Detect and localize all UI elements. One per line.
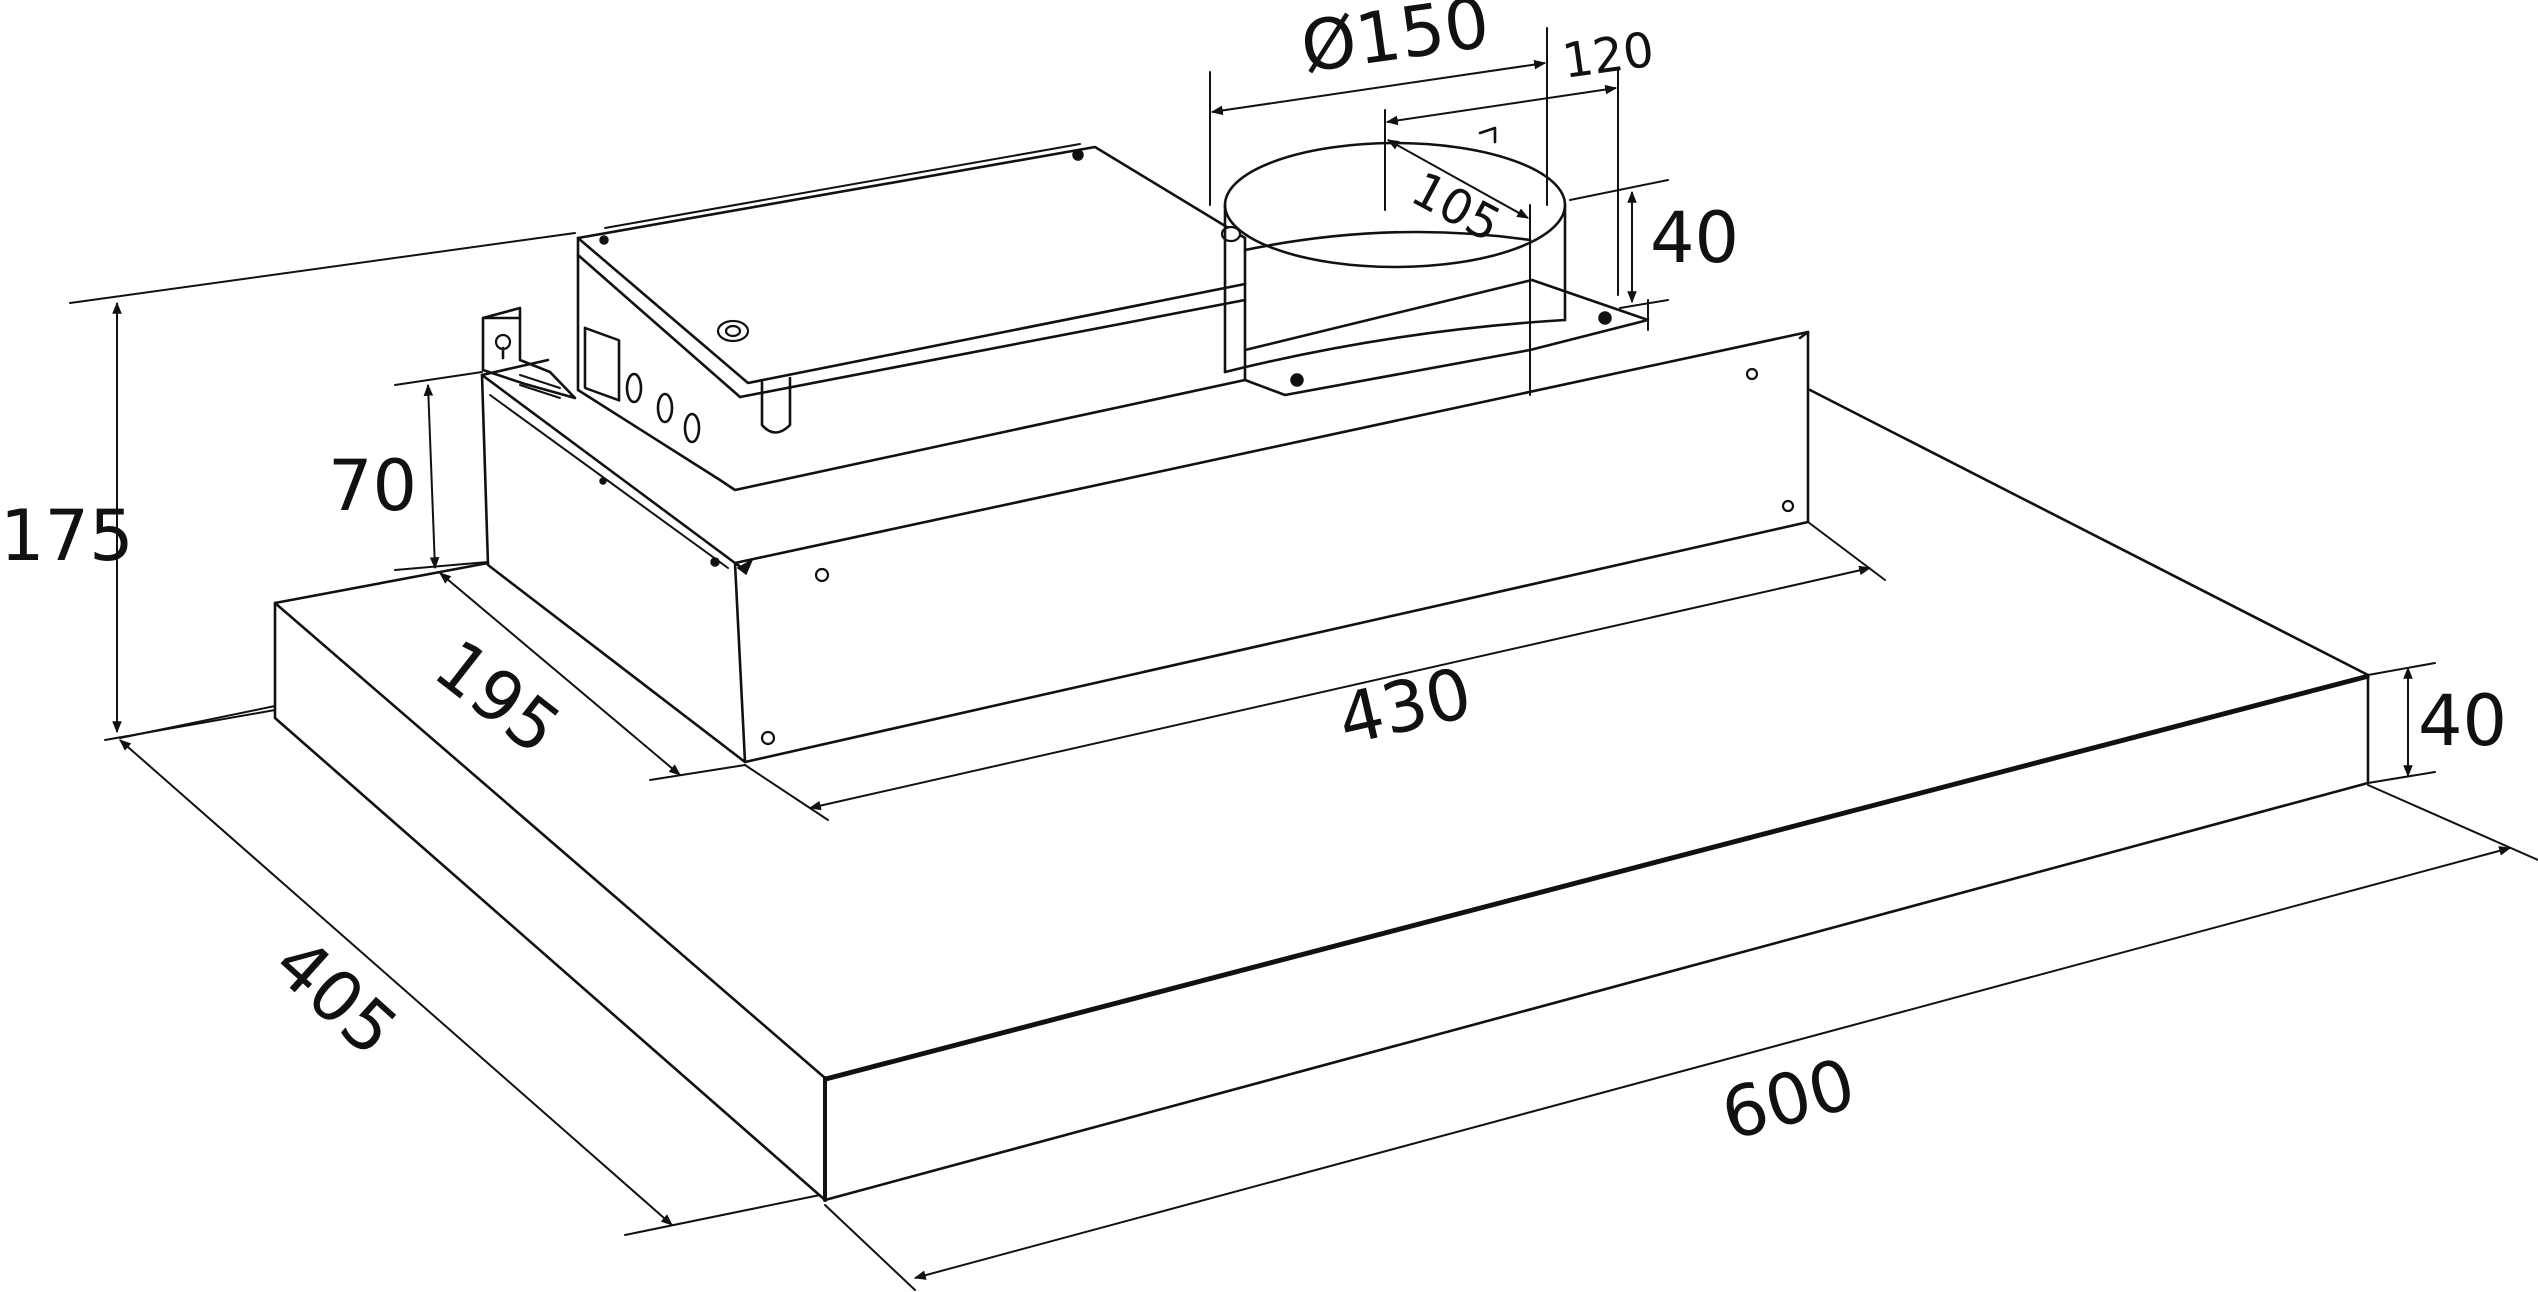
dim-40-collar-label: 40 (1650, 197, 1739, 279)
screw-hole (814, 567, 830, 583)
dimension-lines (69, 27, 2538, 1291)
wall-bracket (481, 306, 577, 400)
motor-box (576, 143, 1247, 492)
dim-120-label: 120 (1559, 22, 1658, 90)
cable-gland (760, 376, 792, 434)
dimension-labels: 600 405 175 70 195 430 40 40 Ø150 120 10… (0, 0, 2507, 1156)
control-knob (625, 372, 643, 404)
screw-hole (1781, 499, 1795, 513)
dim-600-label: 600 (1713, 1043, 1863, 1157)
control-knob (683, 412, 701, 444)
bottom-panel (273, 388, 2370, 1202)
screw-hole (1745, 367, 1759, 381)
dim-405-label: 405 (259, 922, 413, 1072)
dim-40-side-label: 40 (2418, 680, 2507, 762)
middle-body (480, 330, 1810, 764)
screw-hole (760, 730, 776, 746)
dim-70-label: 70 (328, 445, 417, 527)
power-switch (583, 326, 621, 402)
corner-tab (736, 558, 754, 576)
rivet (599, 477, 607, 485)
control-knob (656, 392, 674, 424)
dim-105-label: 105 (1402, 161, 1509, 253)
duct-collar (1223, 126, 1650, 397)
dim-175-label: 175 (0, 495, 134, 577)
flange-screw (1290, 373, 1304, 387)
rivet (1072, 149, 1084, 161)
rivet (599, 235, 609, 245)
dim-430-label: 430 (1330, 652, 1479, 762)
rivet (710, 557, 720, 567)
mounting-screw (1220, 225, 1242, 243)
flange-screw (1598, 311, 1612, 325)
